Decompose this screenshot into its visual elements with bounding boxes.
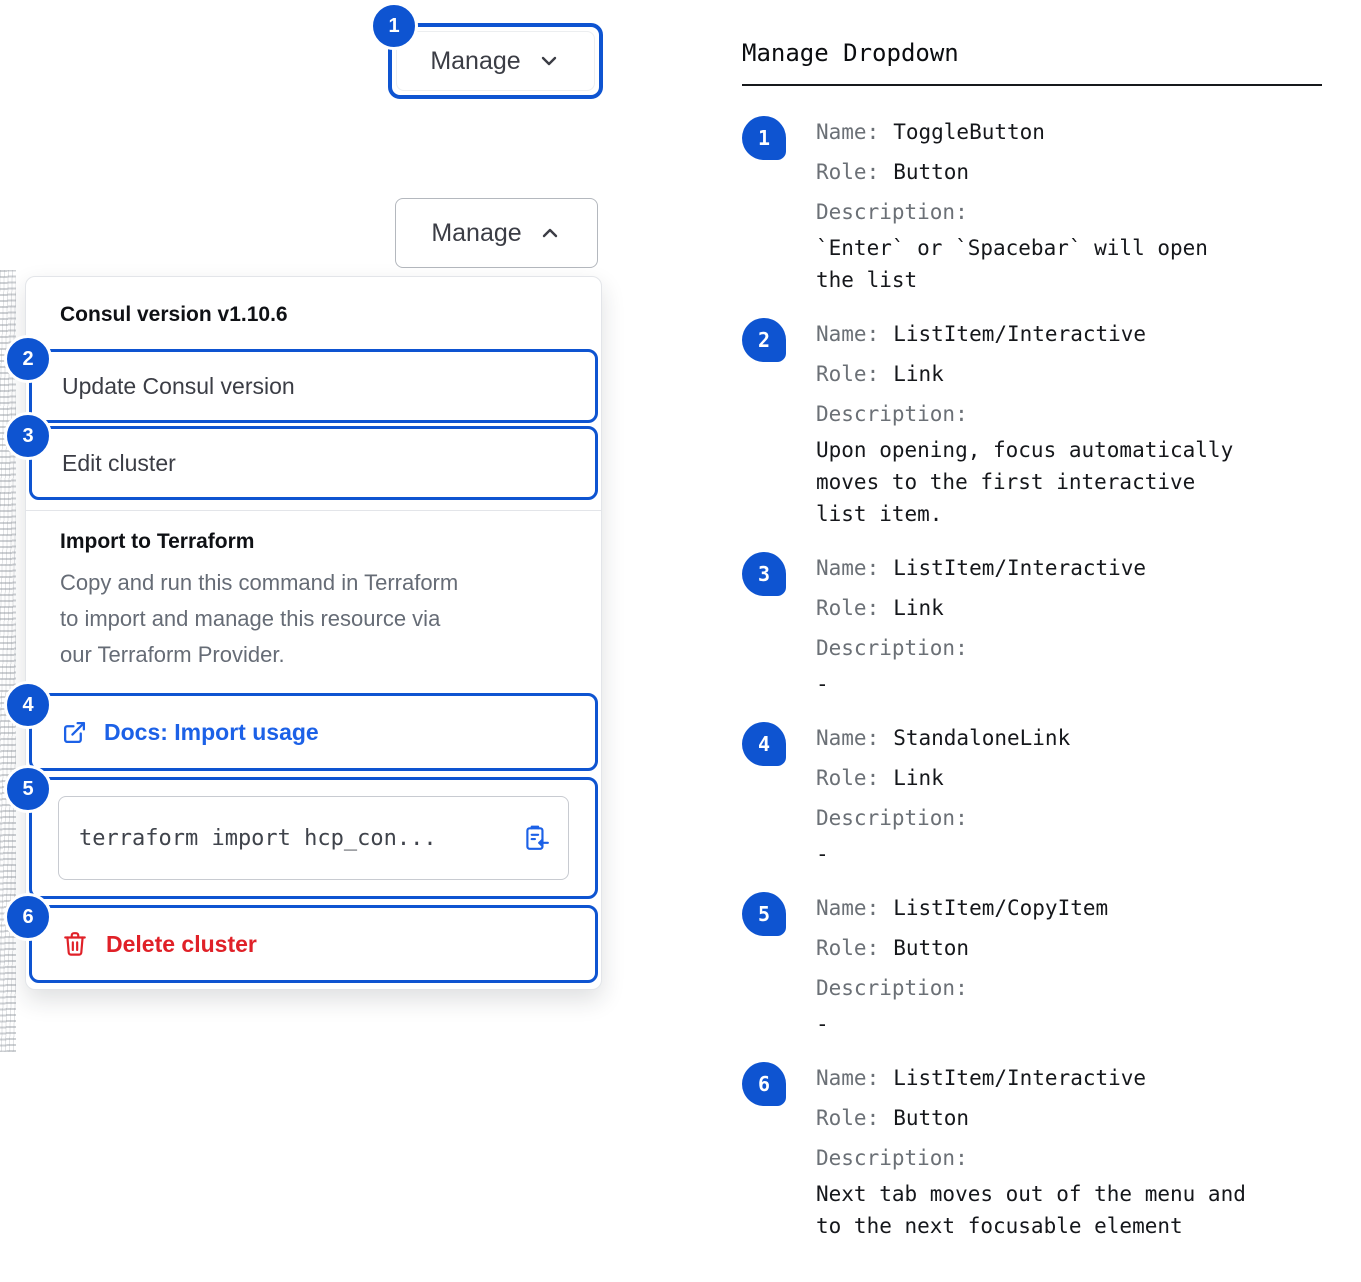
terraform-command-text: terraform import hcp_con... (79, 825, 437, 851)
name-value: ListItem/Interactive (893, 556, 1147, 580)
import-terraform-title: Import to Terraform (60, 530, 255, 553)
role-label: Role: (816, 1106, 880, 1130)
trash-icon (64, 932, 86, 956)
name-label: Name: (816, 556, 880, 580)
import-terraform-section: Import to Terraform Copy and run this co… (26, 511, 601, 683)
legend-badge-5: 5 (742, 892, 786, 936)
legend-panel: Manage Dropdown 1 Name: ToggleButton Role… (742, 38, 1322, 1260)
annotation-badge-2: 2 (4, 335, 52, 383)
menu-item-edit-cluster[interactable]: Edit cluster (29, 426, 598, 500)
description-value: - (816, 842, 829, 866)
annotation-badge-3: 3 (4, 412, 52, 460)
description-value: `Enter` or `Spacebar` will open the list (816, 236, 1208, 292)
legend-item-4: 4 Name: StandaloneLink Role: Link Descript… (742, 718, 1322, 870)
consul-version-header: Consul version v1.10.6 (60, 303, 288, 326)
description-value: Upon opening, focus automatically moves … (816, 438, 1234, 526)
legend-items: 1 Name: ToggleButton Role: Button Descript… (742, 112, 1322, 1242)
description-value: Next tab moves out of the menu and to th… (816, 1182, 1246, 1238)
chevron-down-icon (541, 56, 556, 66)
legend-badge-3: 3 (742, 552, 786, 596)
description-label: Description: (816, 976, 968, 1000)
docs-link-label: Docs: Import usage (104, 718, 319, 745)
role-label: Role: (816, 160, 880, 184)
name-value: ListItem/Interactive (893, 322, 1147, 346)
name-label: Name: (816, 896, 880, 920)
delete-cluster-label: Delete cluster (106, 930, 257, 957)
name-value: ListItem/Interactive (893, 1066, 1147, 1090)
manage-toggle-label: Manage (430, 46, 521, 75)
legend-rule (742, 84, 1322, 86)
role-label: Role: (816, 596, 880, 620)
legend-item-3: 3 Name: ListItem/Interactive Role: Link De… (742, 548, 1322, 700)
menu-item-label: Update Consul version (62, 372, 295, 399)
description-label: Description: (816, 806, 968, 830)
legend-badge-4: 4 (742, 722, 786, 766)
description-label: Description: (816, 402, 968, 426)
legend-title: Manage Dropdown (742, 39, 959, 67)
description-label: Description: (816, 636, 968, 660)
description-value: - (816, 672, 829, 696)
copy-command-item[interactable]: terraform import hcp_con... (29, 777, 598, 899)
terraform-command-copy-button[interactable]: terraform import hcp_con... (58, 796, 569, 880)
menu-divider (26, 510, 601, 511)
legend-badge-1: 1 (742, 116, 786, 160)
role-label: Role: (816, 766, 880, 790)
role-value: Link (893, 362, 944, 386)
name-value: StandaloneLink (893, 726, 1071, 750)
description-label: Description: (816, 1146, 968, 1170)
menu-item-label: Edit cluster (62, 449, 176, 476)
annotation-badge-6: 6 (4, 893, 52, 941)
docs-import-usage-link[interactable]: Docs: Import usage (29, 693, 598, 771)
role-value: Link (893, 596, 944, 620)
legend-item-1: 1 Name: ToggleButton Role: Button Descript… (742, 112, 1322, 296)
annotation-badge-5: 5 (4, 765, 52, 813)
role-value: Button (893, 160, 970, 184)
external-link-icon (63, 721, 86, 743)
legend-badge-2: 2 (742, 318, 786, 362)
annotation-badge-1: 1 (370, 2, 418, 50)
legend-badge-6: 6 (742, 1062, 786, 1106)
name-value: ToggleButton (893, 120, 1045, 144)
legend-item-6: 6 Name:ListItem/Interactive Role:Button … (742, 1058, 1322, 1242)
role-label: Role: (816, 936, 880, 960)
name-label: Name: (816, 1066, 880, 1090)
manage-dropdown-menu: Consul version v1.10.6 Update Consul ver… (25, 276, 602, 990)
menu-item-update-consul-version[interactable]: Update Consul version (29, 349, 598, 423)
legend-item-2: 2 Name: ListItem/Interactive Role: Link De… (742, 314, 1322, 530)
clipboard-copy-icon (526, 825, 549, 850)
role-value: Link (893, 766, 944, 790)
annotation-badge-4: 4 (4, 681, 52, 729)
role-value: Button (893, 936, 970, 960)
manage-toggle-button-collapsed[interactable]: Manage (396, 31, 595, 91)
manage-toggle-label: Manage (431, 218, 522, 247)
torn-edge-artifact (0, 270, 16, 1052)
chevron-up-icon (542, 228, 557, 238)
role-value: Button (893, 1106, 970, 1130)
name-label: Name: (816, 120, 880, 144)
name-value: ListItem/CopyItem (893, 896, 1109, 920)
legend-item-5: 5 Name: ListItem/CopyItem Role: Button Des… (742, 888, 1322, 1040)
description-value: - (816, 1012, 829, 1036)
manage-toggle-button-expanded[interactable]: Manage (395, 198, 598, 268)
name-label: Name: (816, 322, 880, 346)
description-label: Description: (816, 200, 968, 224)
menu-item-delete-cluster[interactable]: Delete cluster (29, 905, 598, 983)
import-terraform-description: Copy and run this command in Terraform t… (60, 570, 459, 667)
name-label: Name: (816, 726, 880, 750)
role-label: Role: (816, 362, 880, 386)
